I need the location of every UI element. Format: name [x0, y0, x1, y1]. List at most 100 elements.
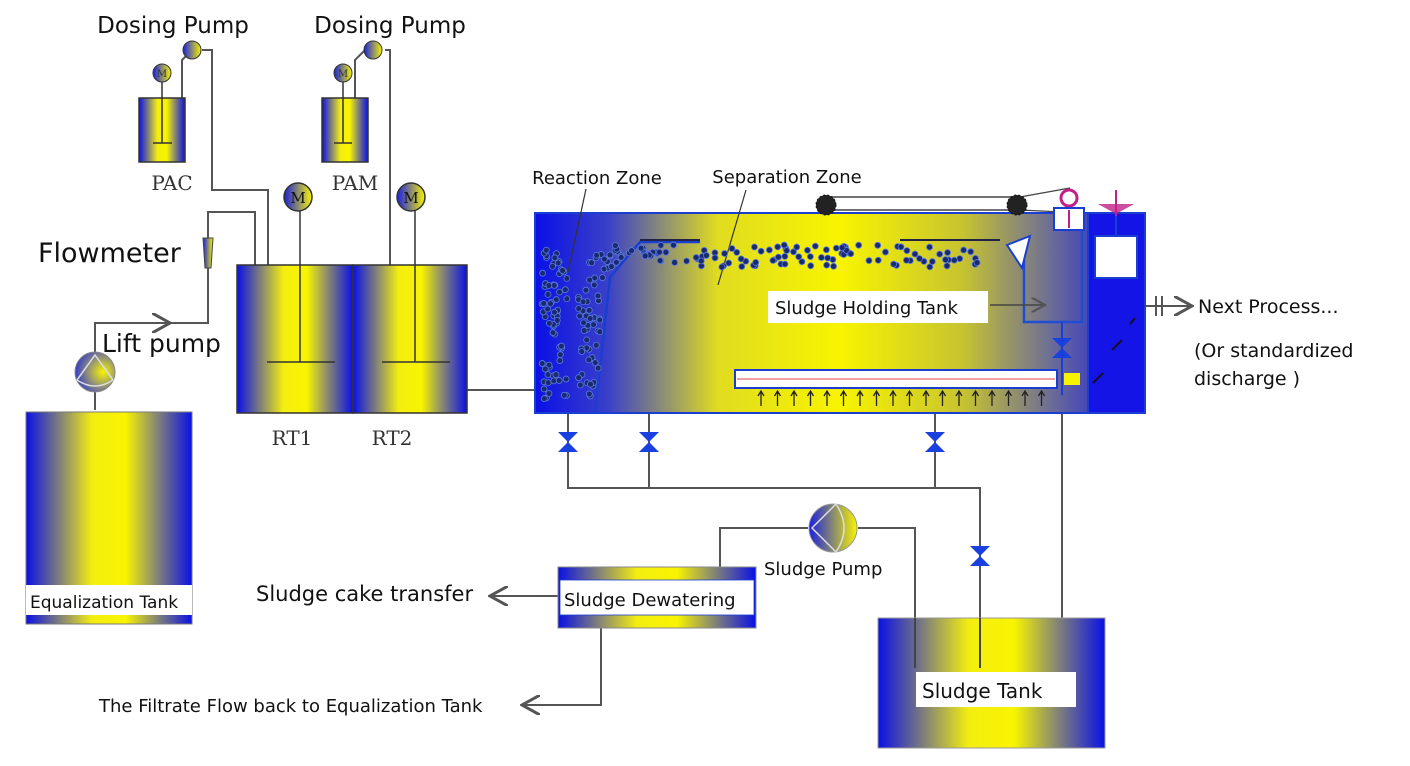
air-arrow-icon [988, 389, 996, 406]
floc-dot [558, 342, 565, 350]
air-arrow-icon [856, 389, 864, 406]
floc-dot [590, 321, 597, 329]
floc-dot [671, 259, 679, 266]
pipe-pam-dosing [385, 49, 391, 290]
reaction-zone-label: Reaction Zone [532, 168, 662, 189]
air-arrow-icon [773, 389, 782, 406]
floc-dot [608, 263, 615, 270]
air-arrow-icon [839, 389, 848, 406]
floc-dot [804, 246, 811, 254]
floc-dot [822, 246, 830, 254]
floc-dot [882, 248, 889, 256]
floc-dot [823, 261, 831, 269]
air-arrow-icon [905, 389, 914, 406]
floc-dot [580, 319, 587, 327]
floc-dot [544, 379, 552, 387]
floc-dot [549, 262, 556, 270]
floc-dot [549, 329, 557, 336]
floc-dot [928, 258, 936, 265]
air-arrow-icon [1021, 389, 1029, 406]
floc-dot [563, 295, 571, 303]
skimmer-icon [1005, 234, 1032, 271]
scraper-gear-icon [815, 194, 837, 216]
floc-dot [944, 249, 951, 256]
floc-dot [578, 348, 586, 355]
floc-dot [563, 274, 571, 282]
motor-icon [396, 182, 426, 212]
floc-dot [542, 246, 550, 254]
floc-dot [596, 328, 604, 336]
valve-icon [558, 432, 578, 452]
pipe-pump-to-dewatering [719, 527, 808, 567]
air-arrow-icon [922, 389, 930, 406]
floc-dot [903, 247, 911, 255]
floc-dot [807, 262, 815, 270]
equalization-tank [25, 411, 193, 625]
floc-dot [806, 253, 814, 260]
floc-dot [541, 365, 549, 373]
floc-dot [818, 254, 825, 261]
floc-dot [561, 286, 569, 294]
floc-dot [600, 265, 608, 273]
valve-icon [970, 546, 990, 566]
floc-dot [656, 257, 664, 264]
floc-dot [596, 316, 604, 324]
floc-dot [575, 374, 583, 382]
floc-dot [718, 263, 726, 271]
floc-dot [611, 242, 619, 249]
floc-dot [583, 336, 591, 344]
floc-dot [662, 248, 670, 256]
floc-dot [926, 243, 933, 251]
floc-dot [865, 257, 873, 264]
floc-dot [544, 305, 551, 313]
floc-dot [606, 251, 614, 259]
floc-dot [585, 306, 593, 314]
pump-icon [74, 351, 116, 393]
motor-label: M [403, 189, 418, 207]
floc-dot [544, 291, 552, 298]
air-arrow-icon [1004, 389, 1013, 406]
floc-dot [793, 243, 801, 251]
next-process-label: Next Process... [1198, 296, 1339, 318]
air-arrow-icon [790, 389, 798, 406]
floc-dot [594, 364, 602, 372]
floc-dot [950, 256, 958, 264]
floc-dot [552, 371, 560, 379]
floc-dot [697, 257, 705, 265]
rt1-label: RT1 [272, 426, 313, 450]
standardized-discharge-label-2: discharge ) [1194, 368, 1300, 390]
floc-dot [757, 247, 765, 255]
floc-dot [588, 259, 595, 267]
floc-dot [811, 242, 819, 250]
lift-pump [74, 351, 116, 393]
floc-dot [545, 319, 553, 327]
valve-icon [925, 432, 945, 452]
floc-dot [628, 247, 635, 255]
valves [558, 432, 990, 566]
callout-line [567, 188, 587, 273]
floc-dot [847, 250, 855, 258]
sludge-dewatering-unit [557, 566, 757, 629]
floc-particles [538, 241, 981, 402]
floc-dot [855, 241, 863, 249]
floc-dot [973, 259, 981, 266]
sludge-holding-tank-label: Sludge Holding Tank [775, 298, 958, 319]
floc-dot [942, 256, 949, 264]
air-arrow-icon [938, 389, 947, 406]
floc-dot [551, 254, 559, 262]
flowmeter-icon [202, 237, 214, 269]
floc-dot [916, 255, 923, 262]
air-arrow-icon [757, 389, 765, 406]
floc-dot [936, 250, 944, 258]
floc-dot [540, 299, 548, 307]
flowmeter-label: Flowmeter [38, 238, 182, 269]
sludge-pump [808, 503, 858, 553]
floc-dot [612, 258, 620, 266]
floc-dot [781, 260, 789, 268]
pam-tank: M PAM [321, 40, 383, 195]
rt2-label: RT2 [372, 426, 413, 450]
floc-dot [824, 254, 832, 262]
valve-icon [639, 432, 659, 452]
floc-dot [943, 262, 951, 270]
floc-dot [790, 248, 797, 256]
